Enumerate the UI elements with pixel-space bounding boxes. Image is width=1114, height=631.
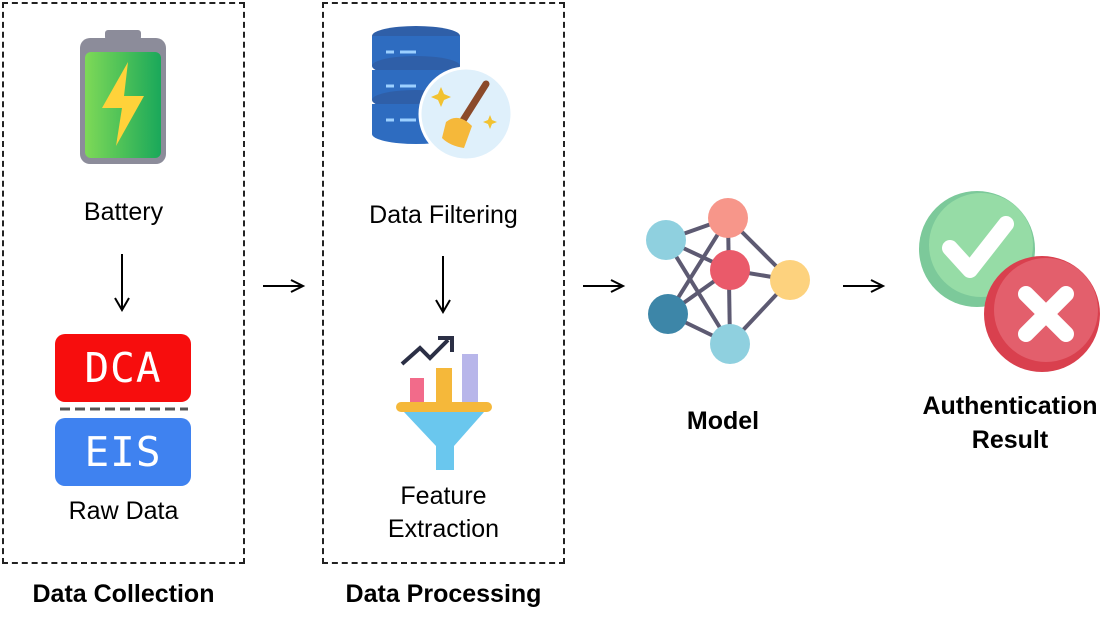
model-label: Model [686, 407, 760, 435]
eis-badge: EIS [55, 418, 191, 486]
eis-label: EIS [84, 428, 162, 476]
dca-badge: DCA [55, 334, 191, 402]
raw-data-label: Raw Data [68, 497, 179, 525]
data-processing-box [322, 2, 565, 564]
down-arrow-icon [114, 254, 130, 312]
data-collection-title: Data Collection [32, 580, 215, 608]
battery-label: Battery [83, 198, 164, 226]
chart-funnel-icon [396, 336, 492, 470]
neural-network-icon [646, 198, 810, 364]
feature-label-line2: Extraction [387, 515, 500, 543]
right-arrow-icon [263, 279, 306, 293]
dca-label: DCA [84, 344, 162, 392]
right-arrow-icon [583, 279, 626, 293]
data-processing-title: Data Processing [345, 580, 542, 608]
data-collection-box [2, 2, 245, 564]
cross-icon [984, 256, 1100, 372]
battery-icon [80, 30, 166, 164]
data-filtering-label: Data Filtering [369, 201, 518, 229]
database-cleaning-icon [372, 26, 514, 162]
right-arrow-icon [843, 279, 886, 293]
result-label-line2: Result [971, 426, 1049, 454]
down-arrow-icon [435, 256, 451, 314]
separator-dashed-line [60, 407, 188, 411]
feature-label-line1: Feature [400, 482, 487, 510]
result-label-line1: Authentication [922, 392, 1098, 420]
